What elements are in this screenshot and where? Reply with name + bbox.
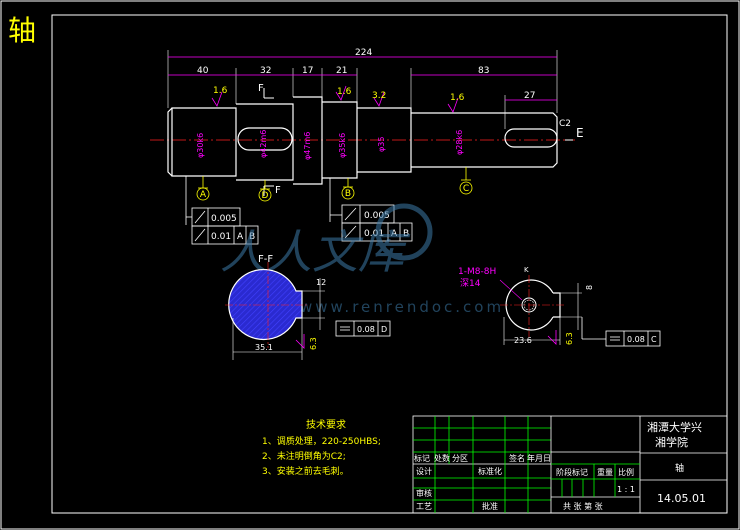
tb-sign: 签名: [509, 453, 525, 463]
tol1-row2-ref1: A: [237, 232, 244, 242]
tb-scale: 1 : 1: [617, 485, 635, 494]
section-ff-rough: 6.3: [309, 337, 318, 350]
tb-part-name: 轴: [675, 462, 684, 474]
tb-process: 工艺: [416, 502, 432, 511]
corner-title: 轴: [8, 14, 36, 47]
section-ff-tol-value: 0.08: [357, 325, 375, 334]
tech-note-1: 1、调质处理，220-250HBS;: [262, 435, 381, 447]
tb-date: 年月日: [527, 453, 551, 463]
dia-label-1: φ30k6: [196, 133, 205, 158]
end-view-rough: 6.3: [565, 332, 574, 345]
tb-drawing-no: 14.05.01: [657, 492, 706, 505]
view-k-marker: K: [524, 266, 529, 274]
tb-zone: 分区: [452, 454, 468, 463]
section-ff-tolerance-frame: [335, 320, 391, 337]
rough-2: 1.6: [337, 87, 352, 97]
rough-3: 3.2: [372, 91, 386, 101]
section-f-top: F: [258, 83, 264, 94]
watermark-url: www.renrendoc.com: [300, 298, 504, 316]
tb-school-line1: 湘潭大学兴: [647, 420, 702, 434]
tb-count: 处数: [434, 453, 450, 463]
dia-label-5: φ35: [377, 137, 386, 152]
dim-seg4: 21: [336, 66, 347, 76]
section-ff-view: [225, 262, 308, 348]
dia-label-6: φ28k6: [455, 130, 464, 155]
tb-school-line2: 湘学院: [655, 435, 688, 449]
tol1-row2-value: 0.01: [211, 232, 231, 242]
dim-keyway: 27: [524, 91, 535, 101]
datum-a: A: [200, 190, 207, 200]
dia-label-3: φ47m6: [303, 132, 312, 160]
rough-4: 1.6: [450, 93, 465, 103]
shaft-outline: [167, 96, 558, 185]
tb-sheets: 共 张 第 张: [563, 501, 603, 511]
rough-1: 1.6: [213, 86, 228, 96]
datum-c: C: [463, 184, 469, 194]
tech-notes-title: 技术要求: [306, 418, 346, 431]
tol2-row2-value: 0.01: [364, 229, 384, 239]
tol2-row2-ref2: B: [403, 229, 409, 239]
datum-b: B: [345, 189, 351, 199]
tol1-row2-ref2: B: [249, 232, 255, 242]
dia-label-2: φ42m6: [259, 130, 268, 158]
dim-seg2: 32: [260, 66, 271, 76]
title-block-labels: 标记 处数 分区 签名 年月日 设计 标准化 审核 工艺 批准 阶段标记 重量 …: [414, 453, 635, 511]
tb-weight: 重量: [597, 467, 613, 477]
end-view-tolerance-frame: [581, 317, 661, 347]
tb-stage-mark: 阶段标记: [556, 467, 588, 477]
title-block-grid: [412, 415, 728, 514]
roughness-symbols: [211, 85, 459, 113]
dim-seg3: 17: [302, 66, 313, 76]
datum-d: D: [262, 191, 269, 201]
dia-label-4: φ35k6: [338, 133, 347, 158]
tb-standard: 标准化: [478, 466, 502, 476]
view-e-marker: E: [576, 126, 584, 140]
section-ff-depth: 35.1: [255, 343, 273, 352]
watermark-logo-text: 人人文库: [220, 225, 411, 279]
dim-overall: 224: [355, 48, 372, 58]
tech-notes: 技术要求 1、调质处理，220-250HBS; 2、未注明倒角为C2; 3、安装…: [262, 418, 381, 477]
section-ff-label: F-F: [258, 254, 273, 265]
tech-note-2: 2、未注明倒角为C2;: [262, 450, 346, 462]
tb-ratio: 比例: [618, 467, 634, 477]
end-view: [500, 275, 566, 337]
tol2-row1-value: 0.005: [364, 211, 390, 221]
tb-reviewer: 审核: [416, 488, 432, 498]
tb-mark: 标记: [414, 453, 430, 463]
watermark: 人人文库 www.renrendoc.com: [220, 203, 504, 316]
end-view-depth: 23.6: [514, 336, 532, 345]
section-ff-tol-ref: D: [381, 325, 387, 334]
tech-note-3: 3、安装之前去毛刺。: [262, 465, 349, 477]
dim-seg1: 40: [197, 66, 209, 76]
section-ff-key-width: 12: [316, 278, 326, 287]
end-view-thread: 1-M8-8H: [458, 267, 496, 277]
tol2-row2-ref1: A: [391, 229, 398, 239]
tolerance-frame-1: [185, 176, 259, 245]
tol1-row1-value: 0.005: [211, 214, 237, 224]
end-view-key-width: 8: [585, 285, 594, 290]
watermark-logo-icon: [375, 203, 433, 261]
tb-approve: 批准: [482, 501, 498, 511]
dim-chamfer: C2: [559, 119, 571, 129]
dim-seg5: 83: [478, 66, 489, 76]
end-view-thread-depth: 深14: [460, 278, 481, 289]
inner-frame: [51, 14, 728, 514]
tb-designer: 设计: [416, 466, 432, 476]
section-f-bottom: F: [275, 185, 281, 196]
end-view-tol-ref: C: [651, 335, 657, 344]
dimension-lines: [168, 56, 557, 101]
end-view-tol-value: 0.08: [627, 335, 645, 344]
